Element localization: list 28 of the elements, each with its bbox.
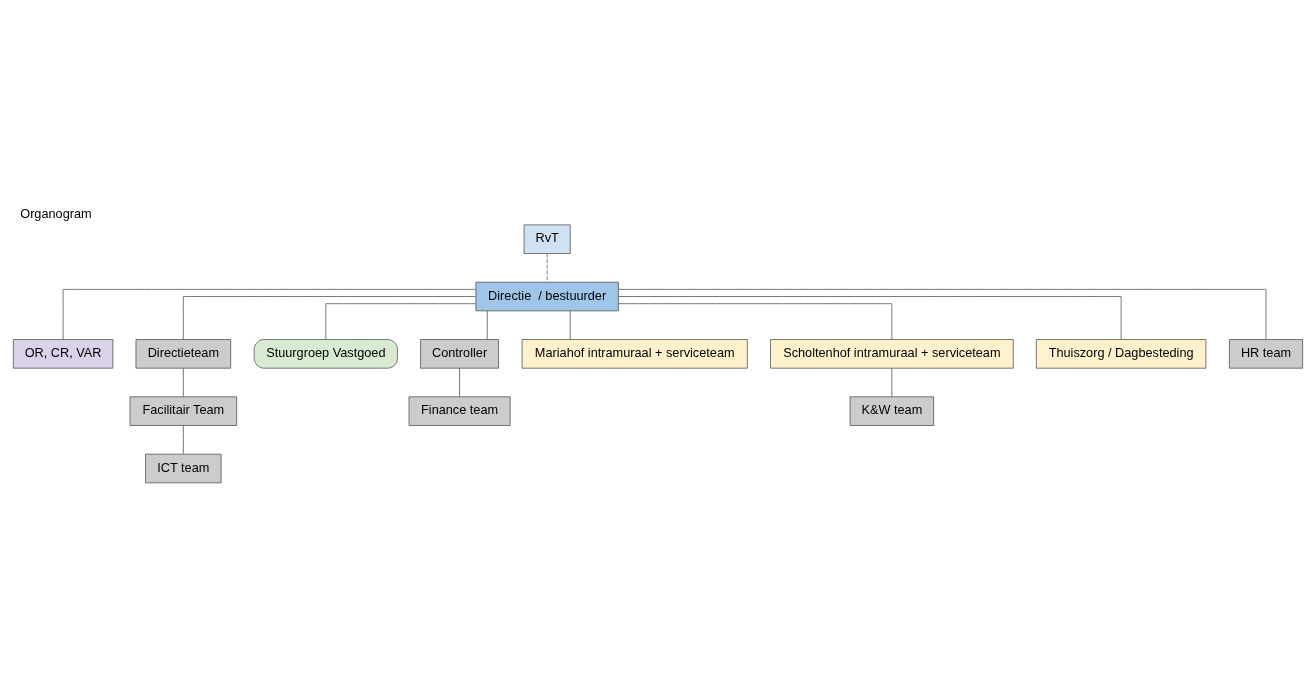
connector (618, 295, 1122, 340)
connector (325, 302, 476, 340)
connector (546, 252, 548, 282)
node-box: Finance team (408, 395, 511, 426)
connector (618, 302, 893, 340)
node-box: OR, CR, VAR (12, 338, 114, 369)
connector (459, 367, 460, 397)
connector (182, 295, 477, 340)
node-box: Scholtenhof intramuraal + serviceteam (770, 338, 1014, 369)
node-box: Mariahof intramuraal + serviceteam (521, 338, 748, 369)
diagram-title: Organogram (20, 205, 92, 221)
connector (618, 288, 1267, 340)
connector (569, 310, 571, 340)
node-box: Directieteam (135, 338, 232, 369)
connector (891, 367, 893, 397)
node-box: RvT (523, 224, 571, 254)
connector (486, 310, 488, 340)
node-box: Directie / bestuurder (475, 281, 619, 311)
connector (182, 367, 184, 397)
connector (62, 288, 477, 340)
node-box: Facilitair Team (129, 395, 238, 426)
node-box: Stuurgroep Vastgoed (253, 338, 398, 369)
node-box: ICT team (145, 453, 222, 483)
node-box: Thuiszorg / Dagbesteding (1035, 338, 1207, 369)
node-box: HR team (1229, 338, 1304, 369)
connector (182, 424, 184, 454)
node-box: Controller (420, 338, 499, 369)
node-box: K&W team (849, 395, 935, 426)
